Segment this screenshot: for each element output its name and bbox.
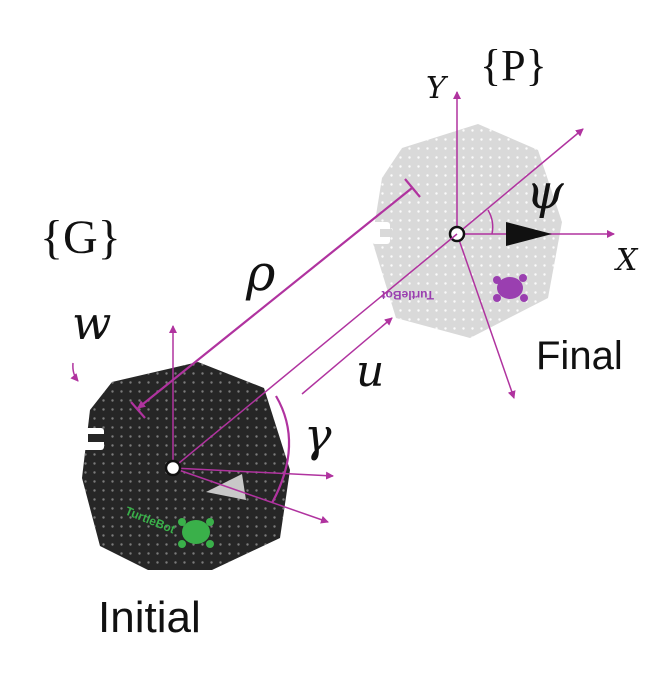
w-rotation-arrow: [70, 362, 79, 382]
initial-robot: TurtleBot: [82, 362, 290, 570]
u-arrow: [301, 317, 393, 395]
robot-frame-axes: [70, 233, 458, 524]
psi-arc: [487, 209, 494, 235]
gamma-arc: [271, 395, 291, 504]
final-label: Final: [536, 334, 623, 378]
goal-x-axis-label: X: [616, 243, 638, 278]
robot-center-marker: [164, 459, 182, 477]
w-label: w: [72, 296, 112, 350]
goal-heading-axis: [456, 128, 584, 235]
goal-frame-label: {P}: [480, 41, 547, 90]
robot-heading-axis: [172, 467, 329, 524]
robot-x-axis: [172, 467, 334, 480]
goal-heading-arrow: [506, 222, 552, 246]
u-label: u: [356, 346, 385, 397]
goal-y-axis-label: Y: [426, 71, 446, 106]
final-robot-logo: TurtleBot: [382, 274, 528, 302]
goal-normal-axis: [456, 233, 516, 399]
rho-dimension: [130, 178, 421, 419]
rho-arrow: [137, 187, 413, 409]
initial-label: Initial: [98, 593, 201, 642]
final-robot-brand: TurtleBot: [382, 288, 434, 302]
global-frame-label: {G}: [40, 211, 121, 264]
line-of-sight: [172, 233, 458, 469]
gamma-label: γ: [304, 408, 332, 462]
rho-tick-goal: [404, 178, 421, 198]
rho-tick-robot: [130, 401, 146, 419]
final-robot: TurtleBot: [372, 124, 562, 338]
psi-label: ψ: [526, 164, 564, 220]
rho-label: ρ: [246, 244, 276, 302]
